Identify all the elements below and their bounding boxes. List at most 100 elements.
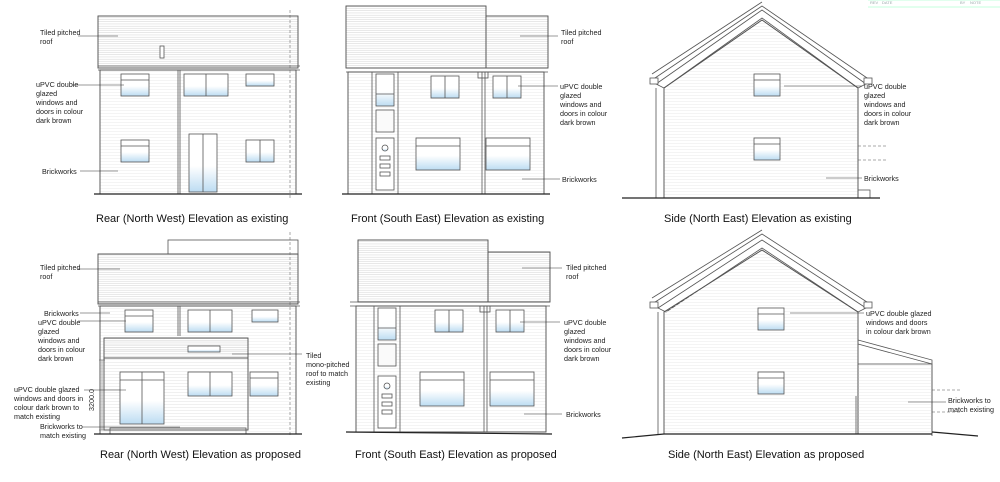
rear-pr-upvc-label-5: dark brown: [38, 354, 74, 363]
side-existing-caption: Side (North East) Elevation as existing: [664, 213, 852, 225]
front-ex-roof-label-2: roof: [561, 37, 573, 46]
front-ex-door: [375, 137, 395, 191]
side-proposed-elevation: [621, 229, 979, 439]
front-pr-roof-label-1: Tiled pitched: [566, 263, 607, 272]
rear-pr-ext-label-1: uPVC double glazed: [14, 385, 80, 394]
rear-ex-roof-label-2: roof: [40, 37, 52, 46]
by-label: BY: [960, 0, 966, 5]
side-ex-upvc-label-5: dark brown: [864, 118, 900, 127]
side-proposed-annotations: uPVC double glazed windows and doors in …: [790, 309, 994, 414]
front-ex-window-stair: [375, 73, 395, 107]
rear-ex-roof-label-1: Tiled pitched: [40, 28, 81, 37]
rear-pr-roof-label-2: roof: [40, 272, 52, 281]
front-pr-window-1: [434, 309, 464, 333]
rear-proposed-caption: Rear (North West) Elevation as proposed: [100, 449, 301, 461]
rear-ex-window-4: [120, 139, 150, 163]
side-ex-brick-label: Brickworks: [864, 174, 899, 183]
front-existing-elevation: [342, 5, 550, 195]
rear-ex-brick-label: Brickworks: [42, 167, 77, 176]
front-ex-window-3: [415, 137, 461, 171]
front-ex-upvc-label-2: glazed: [560, 91, 581, 100]
front-ex-window-1: [430, 75, 460, 99]
front-proposed-annotations: Tiled pitched roof uPVC double glazed wi…: [520, 263, 612, 419]
front-ex-upvc-label-5: dark brown: [560, 118, 596, 127]
front-pr-roof-label-2: roof: [566, 272, 578, 281]
side-proposed-caption: Side (North East) Elevation as proposed: [668, 449, 864, 461]
rear-pr-brick-match-1: Brickworks to: [40, 422, 83, 431]
rear-pr-ext-label-2: windows and doors in: [13, 394, 83, 403]
front-pr-upvc-label-2: glazed: [564, 327, 585, 336]
rear-pr-window-4: [187, 371, 233, 397]
rear-pr-window-1: [124, 309, 154, 333]
front-ex-upvc-label-4: doors in colour: [560, 109, 608, 118]
rear-ex-upvc-label-1: uPVC double: [36, 80, 78, 89]
front-proposed-caption: Front (South East) Elevation as proposed: [355, 449, 557, 461]
front-existing-caption: Front (South East) Elevation as existing: [351, 213, 544, 225]
front-ex-roof-label-1: Tiled pitched: [561, 28, 602, 37]
rear-pr-ext-label-4: match existing: [14, 412, 60, 421]
side-pr-brick-label-2: match existing: [948, 405, 994, 414]
front-existing-annotations: Tiled pitched roof uPVC double glazed wi…: [518, 28, 608, 184]
side-ex-window-1: [753, 73, 781, 97]
rear-pr-mono-label-2: mono-pitched: [306, 360, 350, 369]
side-ex-upvc-label-1: uPVC double: [864, 82, 906, 91]
side-pr-upvc-label-2: windows and doors: [865, 318, 928, 327]
rear-ex-door: [188, 133, 218, 193]
side-ex-upvc-label-3: windows and: [863, 100, 906, 109]
rear-proposed-elevation: [94, 232, 302, 436]
front-ex-window-2: [492, 75, 522, 99]
side-ex-window-2: [753, 137, 781, 161]
rear-existing-annotations: Tiled pitched roof uPVC double glazed wi…: [35, 28, 124, 176]
front-pr-upvc-label-1: uPVC double: [564, 318, 606, 327]
rear-proposed-annotations: Tiled pitched roof Brickworks uPVC doubl…: [13, 263, 350, 440]
title-block: REV DATE BY NOTE: [868, 0, 1000, 8]
front-ex-upvc-label-3: windows and: [559, 100, 602, 109]
rear-pr-upvc-label-2: glazed: [38, 327, 59, 336]
side-pr-window-1: [757, 307, 785, 331]
front-pr-window-4: [489, 371, 535, 407]
rear-pr-upvc-label-1: uPVC double: [38, 318, 80, 327]
rear-ex-upvc-label-2: glazed: [36, 89, 57, 98]
side-pr-upvc-label-3: in colour dark brown: [866, 327, 931, 336]
rear-pr-brick-label: Brickworks: [44, 309, 79, 318]
rear-pr-upvc-label-4: doors in colour: [38, 345, 86, 354]
note-label: NOTE: [970, 0, 981, 5]
rear-pr-mono-label-3: roof to match: [306, 369, 348, 378]
rear-pr-upvc-label-3: windows and: [37, 336, 80, 345]
rear-ex-window-3: [245, 73, 275, 87]
date-label: DATE: [882, 0, 893, 5]
side-ex-upvc-label-4: doors in colour: [864, 109, 912, 118]
front-pr-window-3: [419, 371, 465, 407]
rear-ex-upvc-label-4: doors in colour: [36, 107, 84, 116]
front-proposed-elevation: [345, 239, 553, 435]
rear-ex-window-2: [183, 73, 229, 97]
rear-ex-window-5: [245, 139, 275, 163]
rear-pr-brick-match-2: match existing: [40, 431, 86, 440]
rear-pr-door: [119, 371, 165, 425]
rear-pr-dimension: 3200.0: [87, 389, 96, 411]
rear-pr-window-5: [249, 371, 279, 397]
rear-pr-ext-label-3: colour dark brown to: [14, 403, 79, 412]
front-ex-brick-label: Brickworks: [562, 175, 597, 184]
front-pr-brick-label: Brickworks: [566, 410, 601, 419]
rear-ex-upvc-label-3: windows and: [35, 98, 78, 107]
side-existing-elevation: [622, 1, 886, 199]
front-pr-upvc-label-4: doors in colour: [564, 345, 612, 354]
front-pr-window-2: [495, 309, 525, 333]
rear-pr-roof-label-1: Tiled pitched: [40, 263, 81, 272]
rear-ex-upvc-label-5: dark brown: [36, 116, 72, 125]
rear-pr-mono-label-4: existing: [306, 378, 330, 387]
rear-ex-window-1: [120, 73, 150, 97]
side-pr-upvc-label-1: uPVC double glazed: [866, 309, 932, 318]
front-pr-door: [377, 375, 397, 429]
front-ex-window-4: [485, 137, 531, 171]
front-pr-window-stair: [377, 307, 397, 341]
rear-pr-window-2: [187, 309, 233, 333]
side-existing-annotations: uPVC double glazed windows and doors in …: [784, 82, 912, 183]
rear-existing-elevation: [94, 10, 302, 200]
rear-pr-window-3: [251, 309, 279, 323]
front-pr-upvc-label-3: windows and: [563, 336, 606, 345]
side-pr-brick-label-1: Brickworks to: [948, 396, 991, 405]
side-ex-upvc-label-2: glazed: [864, 91, 885, 100]
